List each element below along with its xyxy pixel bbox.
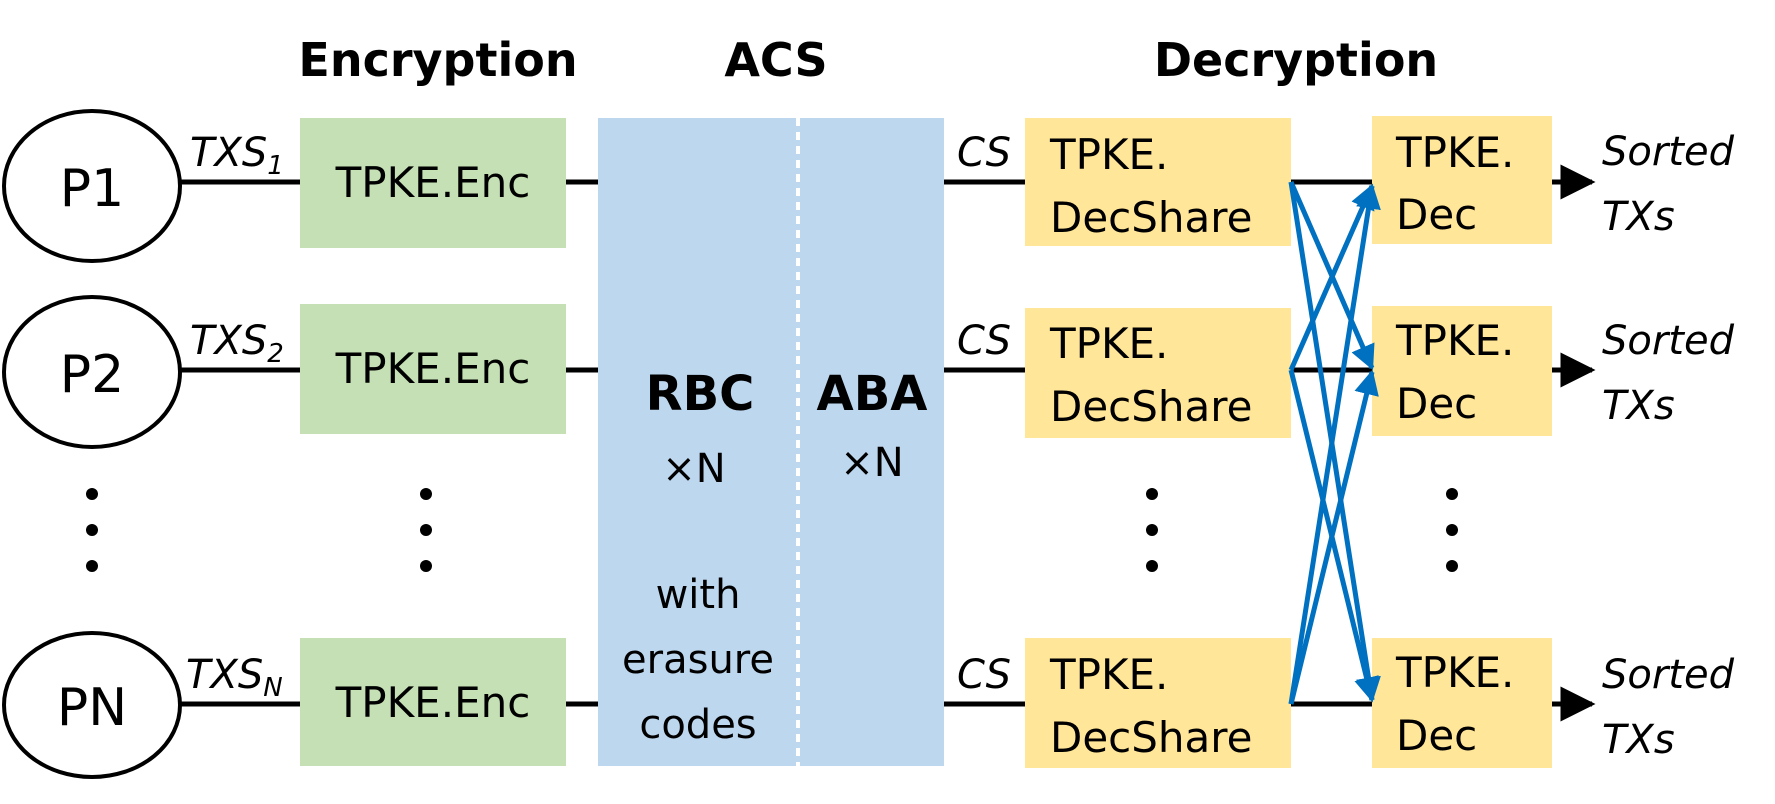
- dec-line-1-1: TPKE.: [1395, 128, 1514, 177]
- ellipsis-dot: [420, 488, 432, 500]
- ellipsis-dot: [1446, 524, 1458, 536]
- output-line-n-1: Sorted: [1602, 652, 1735, 698]
- dec-box-1: [1372, 116, 1552, 244]
- share-arrow-n-to-1: [1288, 183, 1381, 705]
- dec-line-n-1: TPKE.: [1395, 648, 1514, 697]
- output-line-1-1: Sorted: [1602, 129, 1735, 175]
- cs-label-n: CS: [957, 652, 1011, 698]
- decryption-header: Decryption: [1154, 33, 1438, 87]
- party-row-2: P2 TXS2 TPKE.Enc CS TPKE. DecShare TPKE.…: [2, 295, 1735, 449]
- ellipsis-dot: [1146, 560, 1158, 572]
- decshare-box-1: [1025, 118, 1291, 246]
- txs-label-n: TXSN: [186, 652, 283, 703]
- enc-box-label-2: TPKE.Enc: [335, 344, 531, 393]
- ellipsis-dot: [420, 560, 432, 572]
- ellipsis-dot: [1446, 560, 1458, 572]
- dec-box-2: [1372, 306, 1552, 436]
- ellipsis-dot: [420, 524, 432, 536]
- decshare-line-2-1: TPKE.: [1049, 319, 1168, 368]
- aba-label: ABA: [817, 366, 928, 422]
- aba-multiplier: ×N: [840, 440, 903, 486]
- dec-line-1-2: Dec: [1396, 190, 1477, 239]
- decshare-line-n-1: TPKE.: [1049, 650, 1168, 699]
- ellipsis-dot: [1146, 488, 1158, 500]
- txs-label-2: TXS2: [190, 318, 284, 369]
- rbc-multiplier: ×N: [662, 446, 725, 492]
- enc-box-label-n: TPKE.Enc: [335, 678, 531, 727]
- party-row-1: P1 TXS1 TPKE.Enc CS TPKE. DecShare TPKE.…: [2, 109, 1735, 263]
- rbc-label: RBC: [646, 366, 755, 422]
- ellipsis-dot: [86, 560, 98, 572]
- rbc-note-line-2: erasure: [622, 637, 774, 683]
- enc-box-label-1: TPKE.Enc: [335, 158, 531, 207]
- share-arrow-2-to-1: [1288, 183, 1375, 372]
- output-line-2-2: TXs: [1602, 383, 1675, 429]
- decshare-box-n: [1025, 638, 1291, 768]
- acs-header: ACS: [724, 33, 827, 87]
- ellipsis-dot: [1146, 524, 1158, 536]
- txs-label-1: TXS1: [190, 130, 284, 181]
- rbc-note-line-3: codes: [639, 702, 756, 748]
- party-node-1: [2, 109, 182, 263]
- dec-line-2-1: TPKE.: [1395, 316, 1514, 365]
- enc-box-1: [300, 118, 566, 248]
- output-line-2-1: Sorted: [1602, 318, 1735, 364]
- cs-label-2: CS: [957, 318, 1011, 364]
- dec-line-2-2: Dec: [1396, 379, 1477, 428]
- dec-line-n-2: Dec: [1396, 711, 1477, 760]
- ellipsis-dot: [1446, 488, 1458, 500]
- decshare-box-2: [1025, 308, 1291, 438]
- party-label-1: P1: [60, 159, 124, 219]
- rbc-note-line-1: with: [656, 572, 741, 618]
- share-arrow-n-to-2: [1288, 369, 1379, 705]
- output-line-1-2: TXs: [1602, 194, 1675, 240]
- output-line-n-2: TXs: [1602, 717, 1675, 763]
- decshare-line-1-2: DecShare: [1050, 193, 1252, 242]
- enc-box-n: [300, 638, 566, 766]
- ellipsis-dot: [86, 524, 98, 536]
- encryption-header: Encryption: [298, 33, 577, 87]
- party-label-n: PN: [57, 678, 127, 738]
- ellipsis-markers: [86, 488, 1458, 572]
- enc-box-2: [300, 304, 566, 434]
- party-label-2: P2: [60, 345, 124, 405]
- party-row-n: PN TXSN TPKE.Enc CS TPKE. DecShare TPKE.…: [2, 631, 1735, 779]
- dec-box-n: [1372, 638, 1552, 768]
- decshare-line-1-1: TPKE.: [1049, 130, 1168, 179]
- decryption-share-exchange: [1288, 181, 1381, 705]
- decshare-line-n-2: DecShare: [1050, 713, 1252, 762]
- cs-label-1: CS: [957, 130, 1011, 176]
- decshare-line-2-2: DecShare: [1050, 382, 1252, 431]
- ellipsis-dot: [86, 488, 98, 500]
- acs-block: [598, 118, 944, 766]
